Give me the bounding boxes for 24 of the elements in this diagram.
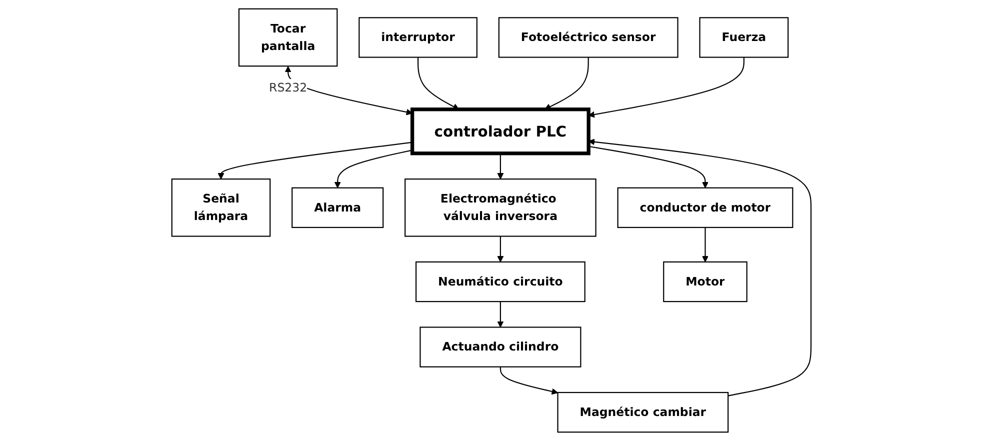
node-box: conductor de motor — [617, 187, 794, 228]
arrow — [497, 236, 504, 262]
node-box: Electromagnético válvula inversora — [404, 178, 596, 237]
arrow — [334, 150, 412, 188]
node-box: Tocar pantalla — [238, 8, 338, 67]
node-box: Fotoeléctrico sensor — [498, 17, 678, 58]
arrow — [497, 302, 504, 328]
arrow — [418, 57, 460, 110]
node-box: Actuando cilindro — [420, 326, 582, 368]
arrow — [497, 153, 504, 180]
node-box: Neumático circuito — [416, 261, 586, 302]
node-box: Alarma — [292, 187, 384, 228]
node-box: Magnético cambiar — [557, 392, 729, 433]
arrow — [500, 366, 558, 395]
arrow — [702, 227, 709, 262]
edge-label: RS232 — [269, 80, 308, 94]
arrow — [218, 142, 412, 180]
node-box: controlador PLC — [410, 108, 590, 156]
arrow — [544, 57, 589, 110]
node-box: interruptor — [358, 17, 478, 58]
node-box: Motor — [663, 261, 748, 302]
arrow — [588, 146, 709, 188]
node-box: Fuerza — [699, 17, 789, 58]
node-box: Señal lámpara — [171, 178, 271, 237]
